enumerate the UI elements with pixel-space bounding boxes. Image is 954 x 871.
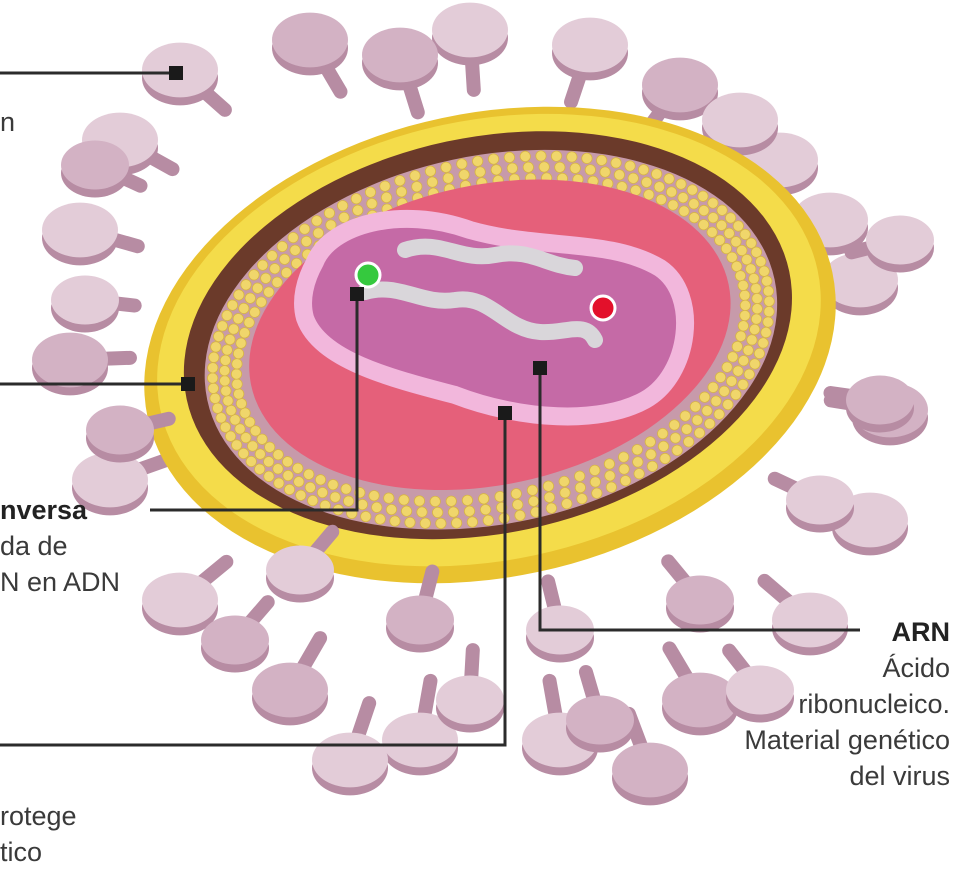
spike-head	[142, 573, 218, 628]
glycoprotein-desc-line1: n	[0, 107, 15, 137]
marker-rna	[533, 361, 547, 375]
marker-transcriptase	[350, 287, 364, 301]
rna-desc-line3: Material genético	[744, 722, 950, 758]
glycoprotein-spike	[42, 203, 138, 266]
spike-head	[51, 276, 119, 325]
glycoprotein-spike	[51, 276, 135, 333]
spike-head	[702, 93, 778, 148]
spike-head	[552, 18, 628, 73]
spike-head	[386, 596, 454, 645]
transcriptase-title: nversa	[0, 492, 120, 528]
marker-glycoprotein	[169, 66, 183, 80]
spike-head	[432, 3, 508, 58]
glycoprotein-spike	[552, 18, 628, 102]
transcriptase-desc-line2: N en ADN	[0, 564, 120, 600]
glycoprotein-spike	[436, 650, 504, 732]
marker-capsid	[498, 406, 512, 420]
spike-head	[61, 141, 129, 190]
glycoprotein-spike	[775, 476, 854, 533]
capsid-label: rotege tico	[0, 798, 77, 870]
spike-head	[42, 203, 118, 258]
spike-head	[612, 743, 688, 798]
spike-head	[666, 576, 734, 625]
capsid-desc-line1: rotege	[0, 798, 77, 834]
glycoprotein-spike	[142, 43, 225, 110]
spike-head	[362, 28, 438, 83]
marker-envelope	[181, 377, 195, 391]
spike-head	[846, 376, 914, 425]
rna-desc-line4: del virus	[744, 758, 950, 794]
glycoprotein-spike	[386, 572, 454, 653]
rna-title: ARN	[744, 614, 950, 650]
rna-desc-line2: ribonucleico.	[744, 686, 950, 722]
glycoprotein-spike	[32, 333, 130, 396]
spike-head	[201, 616, 269, 665]
spike-head	[642, 58, 718, 113]
spike-head	[32, 333, 108, 388]
spike-head	[272, 13, 348, 68]
rna-label: ARN Ácido ribonucleico. Material genétic…	[744, 614, 950, 794]
glycoprotein-spike	[432, 3, 508, 90]
reverse-transcriptase-enzyme	[356, 263, 380, 287]
glycoprotein-spike	[272, 13, 348, 92]
rna-desc-line1: Ácido	[744, 650, 950, 686]
glycoprotein-spike	[312, 703, 388, 795]
transcriptase-label: nversa da de N en ADN	[0, 492, 120, 600]
spike-head	[86, 406, 154, 455]
spike-head	[866, 216, 934, 265]
glycoprotein-spike	[566, 672, 634, 752]
glycoprotein-spike	[666, 561, 734, 632]
spike-head	[566, 696, 634, 745]
glycoprotein-label: n	[0, 104, 15, 140]
spike-head	[436, 676, 504, 725]
spike-head	[786, 476, 854, 525]
glycoprotein-spike	[526, 581, 594, 662]
capsid-desc-line2: tico	[0, 834, 77, 870]
spike-head	[312, 733, 388, 788]
spike-head	[266, 546, 334, 595]
glycoprotein-spike	[362, 28, 438, 113]
integrase-enzyme	[591, 296, 615, 320]
spike-head	[252, 663, 328, 718]
transcriptase-desc-line1: da de	[0, 528, 120, 564]
